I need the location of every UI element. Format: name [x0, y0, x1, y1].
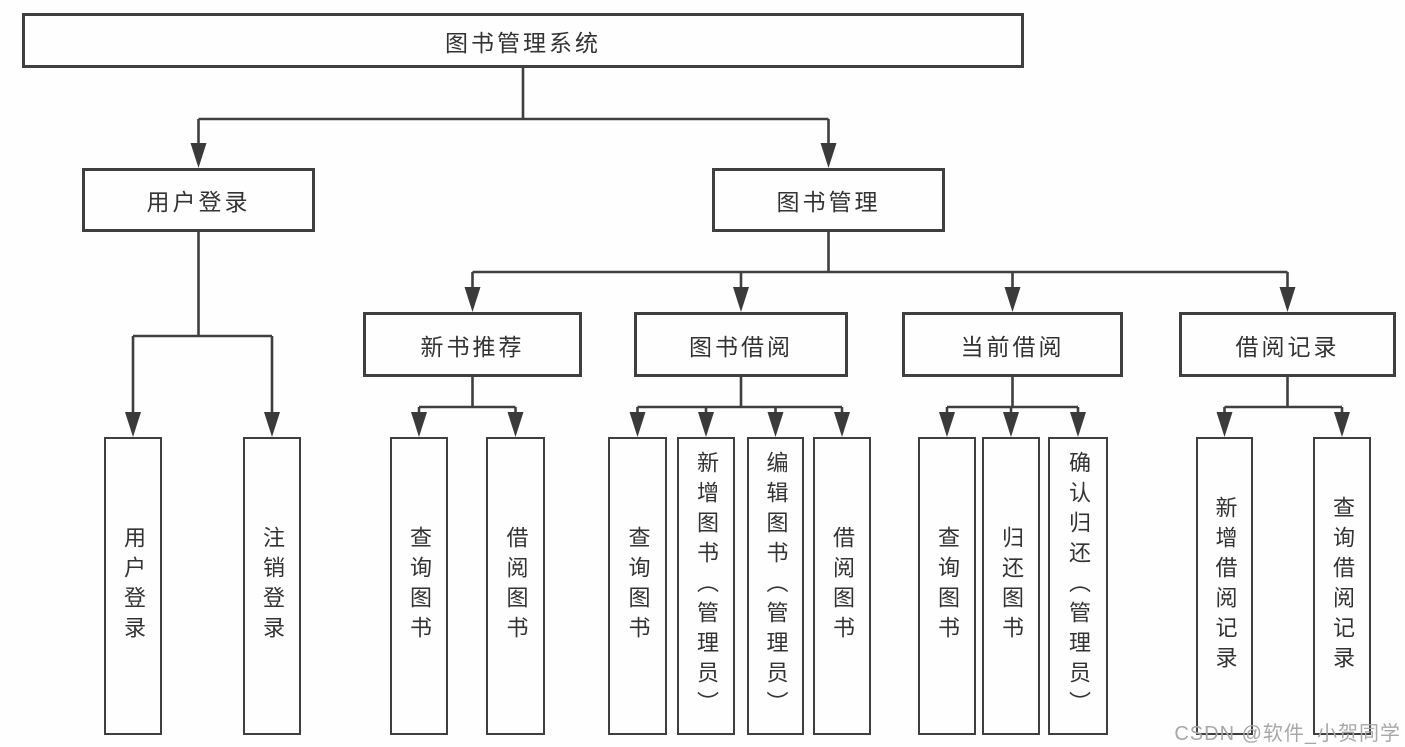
node-current-borrow: 当前借阅 [902, 312, 1123, 377]
node-logout: 注销登录 [243, 437, 301, 735]
node-add-borrow-record: 新增借阅记录 [1196, 437, 1253, 735]
node-query-books-new: 查询图书 [390, 437, 448, 735]
node-query-books-borrow: 查询图书 [608, 437, 667, 735]
node-login: 用户登录 [104, 437, 162, 735]
arrowhead-icon [125, 143, 1350, 437]
node-borrow-books-borrow: 借阅图书 [813, 437, 871, 735]
node-borrow-records: 借阅记录 [1179, 312, 1396, 377]
node-edit-book: 编辑图书（管理员） [747, 437, 804, 735]
node-user-login: 用户登录 [82, 168, 315, 232]
node-book-mgmt: 图书管理 [712, 168, 945, 232]
node-new-book-rec: 新书推荐 [363, 312, 582, 377]
node-add-book: 新增图书（管理员） [677, 437, 735, 735]
node-confirm-return: 确认归还（管理员） [1048, 437, 1108, 735]
node-return-book: 归还图书 [982, 437, 1040, 735]
node-borrow-books-new: 借阅图书 [486, 437, 545, 735]
watermark: CSDN @软件_小贺同学 [1174, 723, 1401, 745]
node-root: 图书管理系统 [22, 13, 1024, 68]
node-book-borrow: 图书借阅 [634, 312, 848, 377]
node-query-books-current: 查询图书 [918, 437, 976, 735]
node-query-borrow-record: 查询借阅记录 [1313, 437, 1371, 735]
